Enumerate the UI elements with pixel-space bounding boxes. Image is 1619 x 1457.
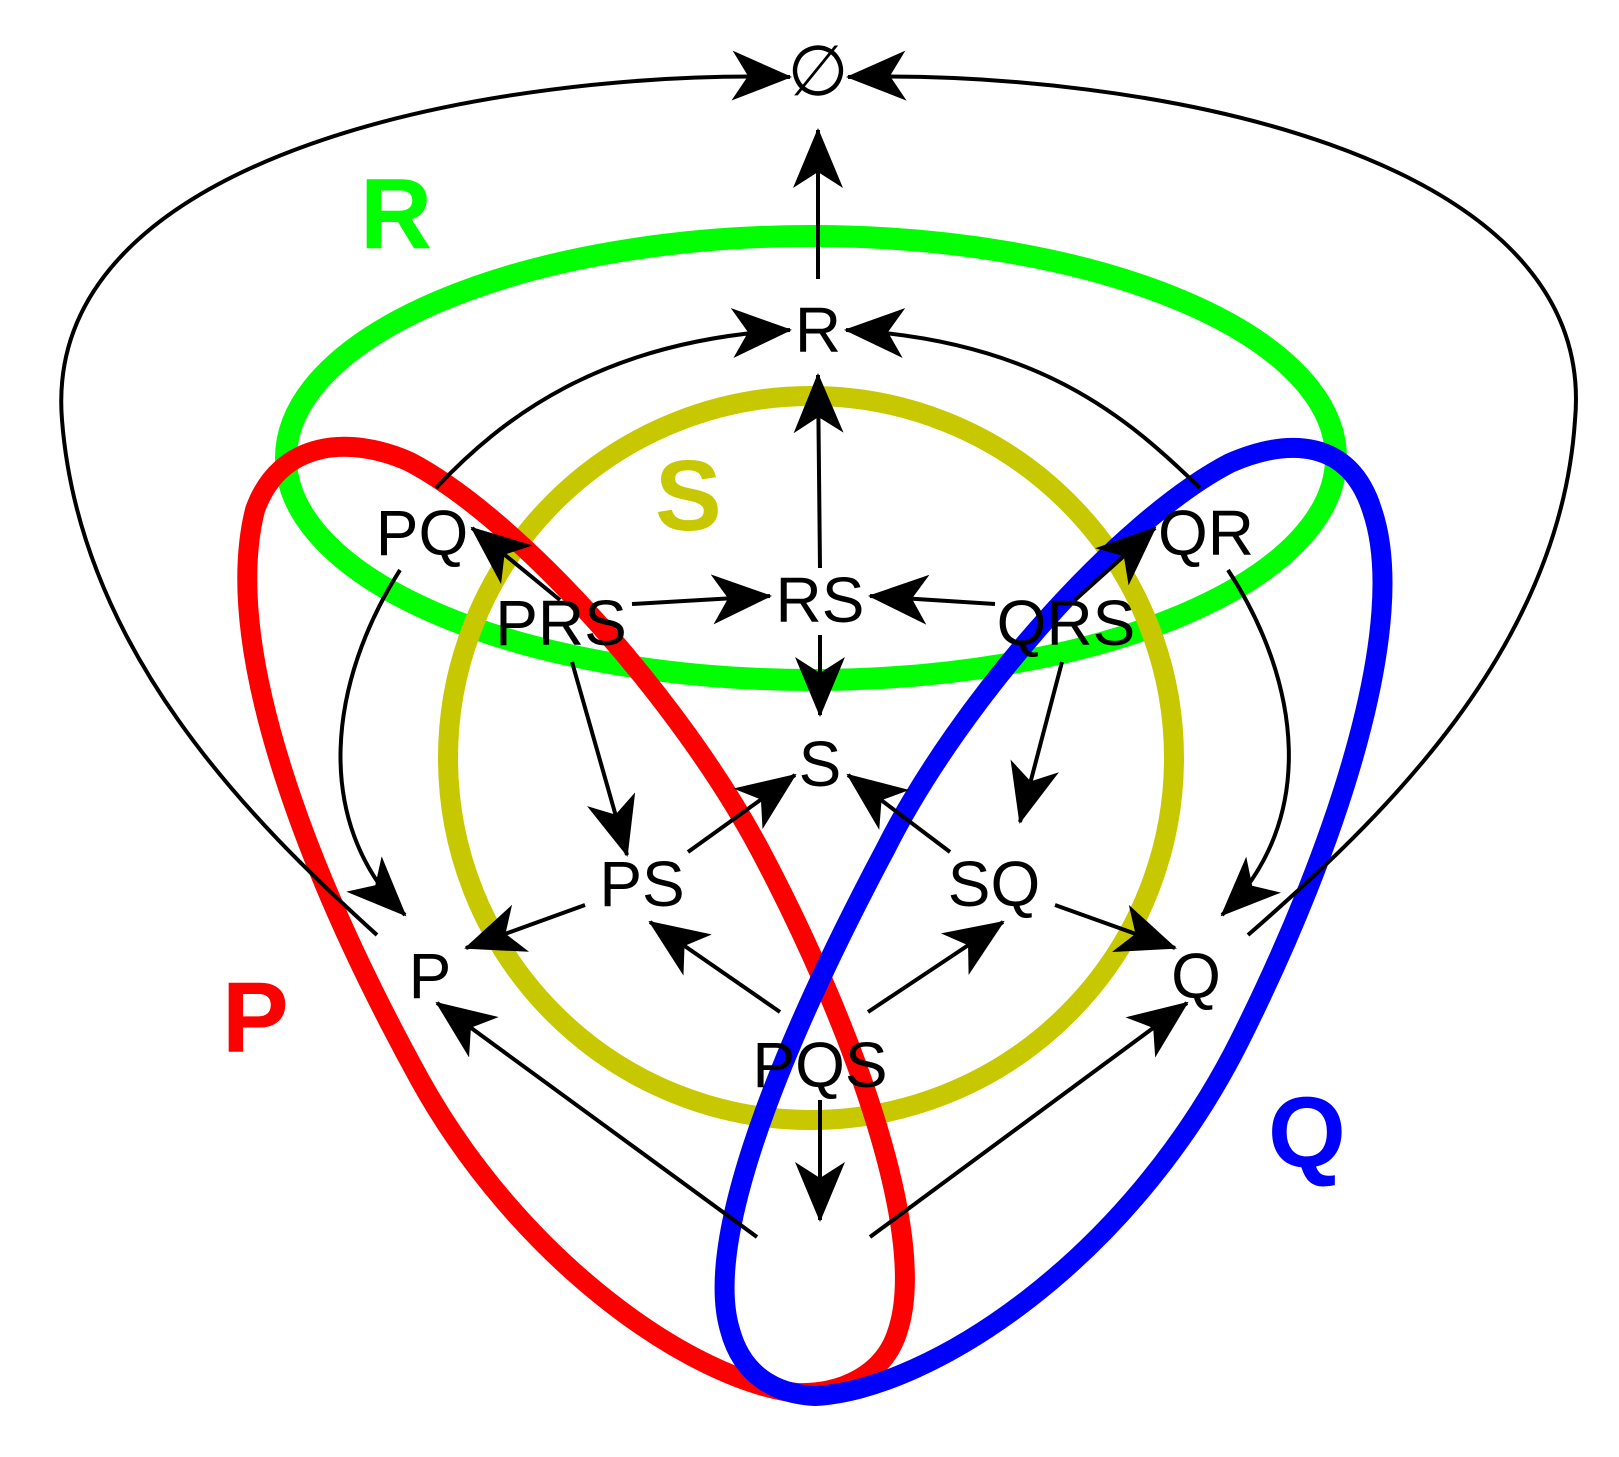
edge-prs-to-ps (570, 661, 636, 857)
node-qrs: QRS (997, 587, 1136, 659)
edge-pqs-to-sq (866, 920, 1005, 1014)
node-q: Q (1171, 940, 1221, 1012)
node-rs: RS (776, 564, 865, 636)
set-label-p: P (222, 962, 289, 1074)
node-prs: PRS (495, 587, 627, 659)
node-pq: PQ (376, 497, 468, 569)
edge-sq-to-q (1054, 903, 1177, 952)
set-label-r: R (360, 158, 432, 270)
node-qr: QR (1158, 497, 1254, 569)
edge-qr-to-r (844, 308, 1202, 490)
edge-p-to-empty (59, 50, 792, 937)
edge-sq-to-s (846, 773, 952, 854)
node-ps: PS (599, 848, 684, 920)
node-pqs: PQS (752, 1029, 887, 1101)
edge-qr-to-q (1220, 568, 1291, 917)
node-s: S (799, 728, 842, 800)
edge-prs-to-rs (631, 574, 772, 625)
edge-pq-to-p (338, 568, 407, 917)
edge-pq-to-r (434, 308, 792, 490)
node-sq: SQ (948, 848, 1040, 920)
edge-rs-to-r (793, 373, 844, 569)
edge-ps-to-s (686, 773, 797, 854)
edge-bottom-to-q (868, 1001, 1189, 1239)
set-q-outline (714, 438, 1393, 1407)
edge-bottom-to-p (435, 1001, 759, 1239)
nodes: ∅ R PQ QR PRS RS QRS S PS SQ P Q PQS (376, 30, 1254, 1101)
set-p-outline (237, 436, 915, 1404)
set-label-s: S (655, 440, 722, 552)
node-r: R (795, 294, 841, 366)
edges (59, 50, 1578, 1239)
edge-prs-to-pq (470, 526, 562, 602)
node-empty: ∅ (788, 30, 849, 112)
edge-q-to-empty (846, 50, 1578, 937)
set-label-q: Q (1268, 1077, 1346, 1189)
edge-qrs-to-rs (868, 574, 996, 625)
node-p: P (409, 940, 452, 1012)
edge-ps-to-p (464, 903, 586, 952)
edge-qrs-to-qr (1073, 526, 1157, 602)
edge-pqs-to-ps (648, 920, 782, 1014)
edge-qrs-to-sq (1010, 661, 1064, 824)
